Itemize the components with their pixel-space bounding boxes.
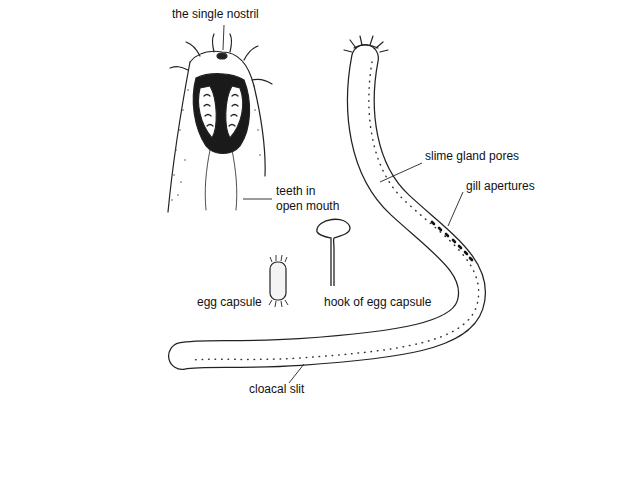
egg-capsule-label: egg capsule — [197, 295, 262, 310]
slime-pores-label: slime gland pores — [425, 149, 519, 164]
teeth-label: teeth in open mouth — [276, 184, 342, 214]
hook-label: hook of egg capsule — [324, 295, 431, 310]
cloacal-slit-label: cloacal slit — [249, 382, 304, 397]
nostril-label: the single nostril — [172, 7, 259, 22]
gill-apertures-label: gill apertures — [466, 179, 535, 194]
